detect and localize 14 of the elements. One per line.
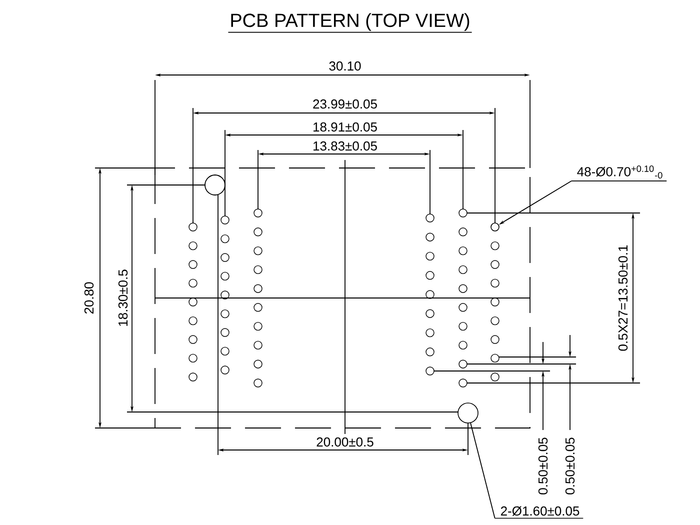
dimension-text: 20.80	[84, 282, 94, 314]
hole	[458, 402, 478, 424]
dimension-text: 0.5X27=13.50±0.1	[618, 245, 628, 351]
dimension-text: 20.00±0.5	[316, 437, 374, 447]
callout-text: 2-Ø1.60±0.05	[494, 506, 584, 519]
title: PCB PATTERN (TOP VIEW)	[228, 13, 472, 33]
dimension-text: 13.83±0.05	[314, 141, 377, 151]
dimension-text: 18.91±0.05	[314, 122, 377, 132]
dimension-text: 18.30±0.5	[118, 270, 128, 326]
dimension-text: 30.10	[329, 61, 361, 71]
callout-text: 48-Ø0.70$^{+0.10}$-0	[571, 166, 668, 182]
hole	[490, 222, 500, 232]
dimension-text: 23.99±0.05	[313, 99, 377, 109]
leader-line	[470, 422, 496, 519]
